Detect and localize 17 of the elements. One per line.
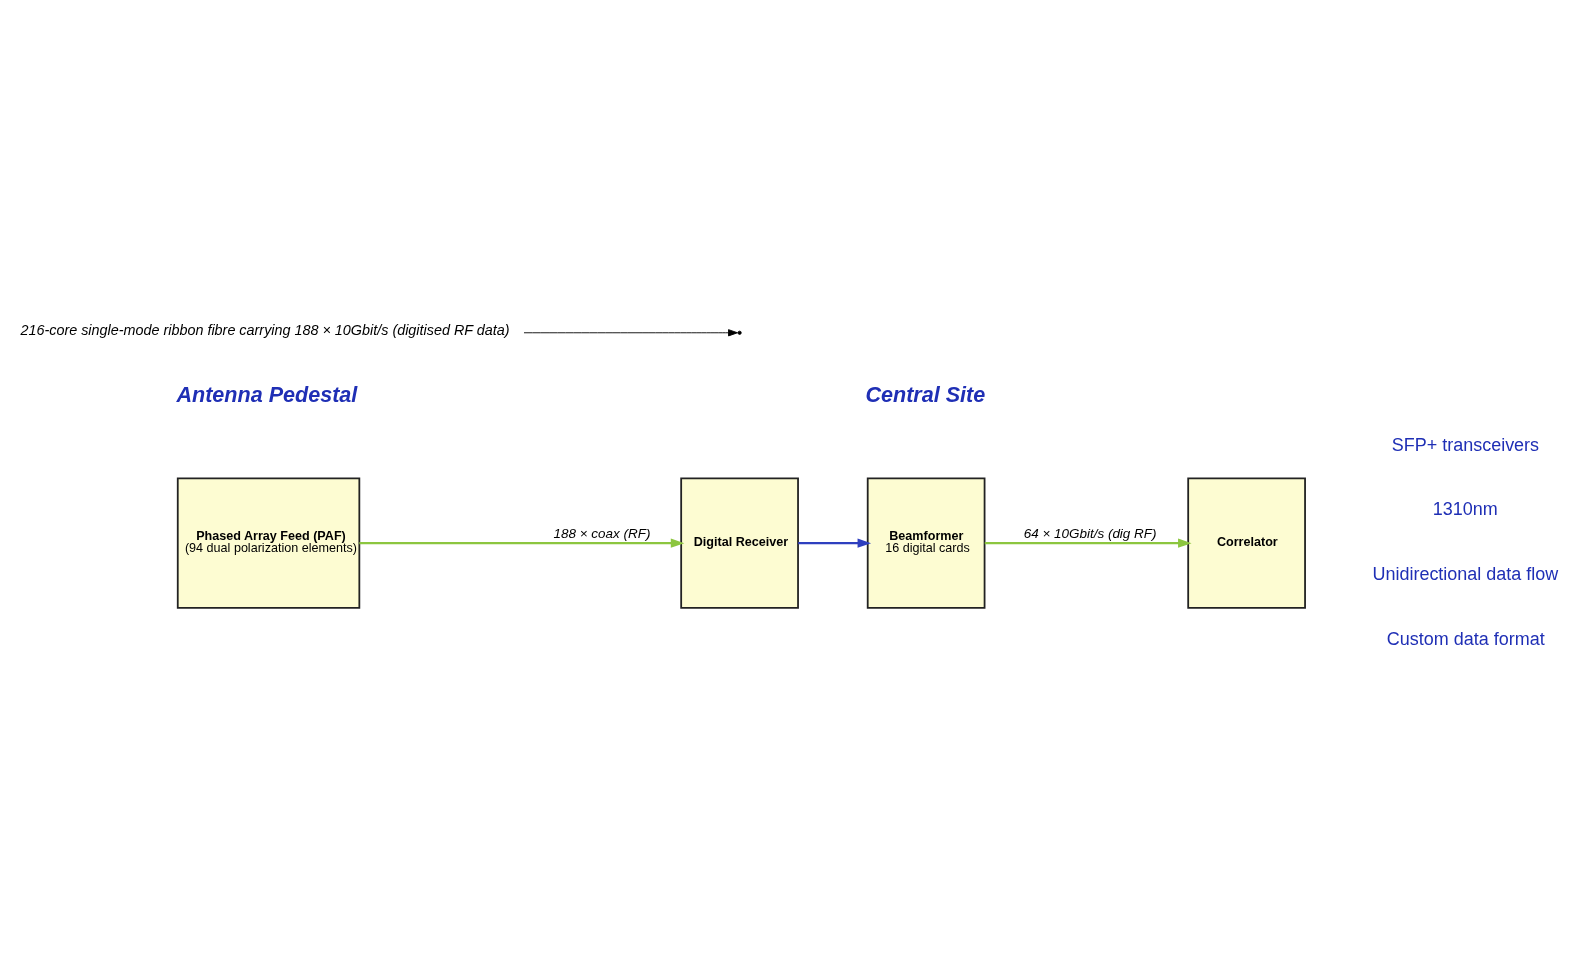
edge-label: 64 × 10Gbit/s (dig RF) [1023,525,1157,541]
arrow [798,538,872,548]
edge-label: 188 × coax (RF) [553,525,651,541]
node-box: Correlator [1187,477,1306,609]
arrow [359,538,685,548]
node-box: Beamformer 16 digital cards [866,477,986,609]
label: Custom data format [1386,628,1545,649]
node-box: Digital Receiver [680,477,799,609]
label: 1310nm [1432,499,1498,520]
arrow [984,538,1192,548]
label: Antenna Pedestal [176,382,358,408]
node-text: 216-core single-mode ribbon fibre carrying 188 × 10Gbit/s (digitised RF data) [20,322,510,339]
node-box: Phased Array Feed (PAF) (94 dual polarization elements) [176,477,361,609]
arrow [523,329,738,337]
label: SFP+ transceivers [1391,434,1540,455]
label: Central Site [865,382,986,408]
label: Unidirectional data flow [1372,563,1559,584]
